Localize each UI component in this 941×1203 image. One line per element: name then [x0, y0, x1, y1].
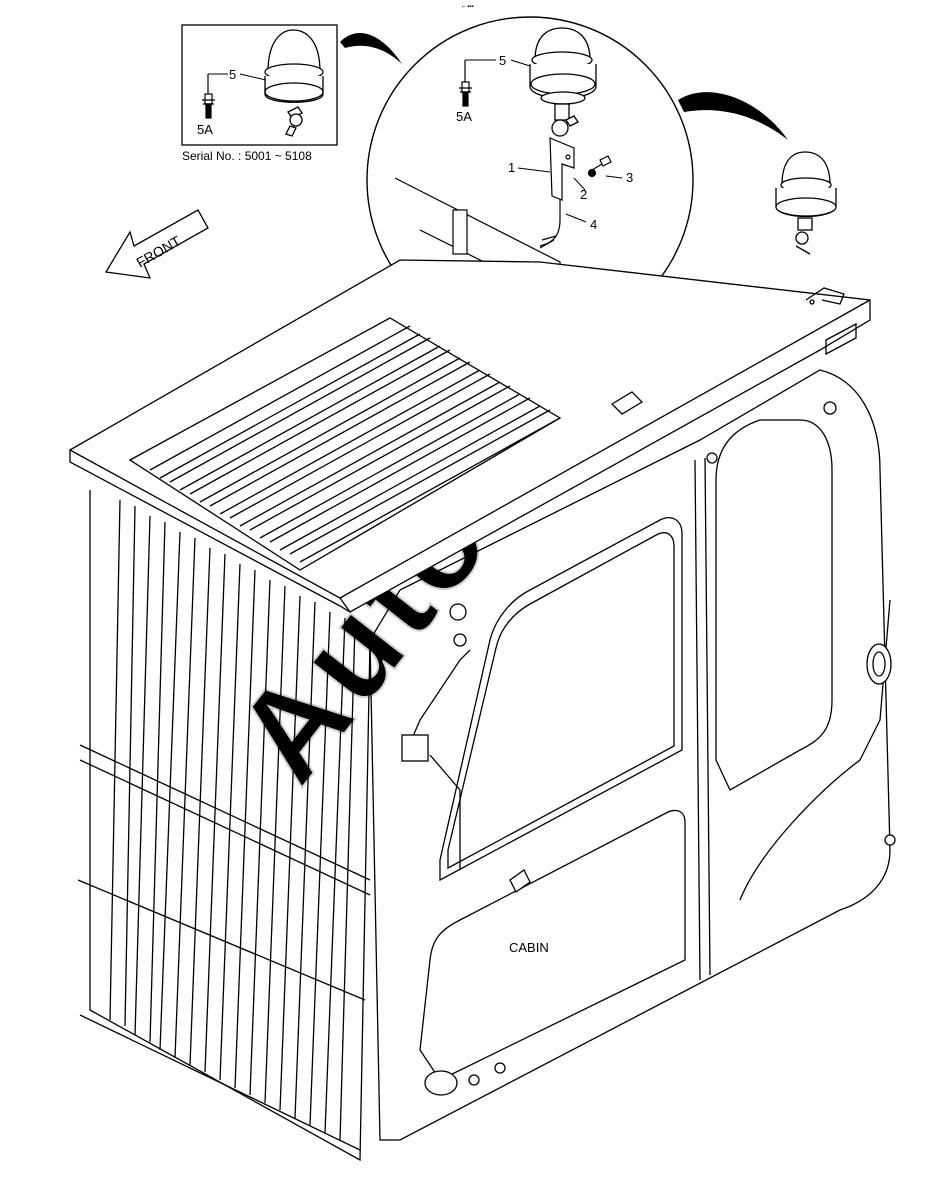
cabin-drawing	[69, 151, 896, 1162]
inset-to-detail-arrow	[340, 33, 402, 64]
link-arrows	[340, 33, 788, 140]
inset-box: 5 5A	[181, 24, 338, 146]
cabin-door-window	[439, 517, 683, 882]
detail-to-cabin-arrow	[678, 92, 788, 140]
roof-guard	[128, 317, 562, 571]
cabin-beacon-lamp	[775, 151, 837, 255]
cabin-roof	[69, 259, 871, 613]
detail-callout-1: 1	[508, 160, 515, 175]
cabin-body	[369, 369, 891, 1141]
detail-bulb-icon	[459, 60, 472, 107]
front-guard	[77, 490, 371, 1162]
cabin-rear-window	[715, 419, 833, 791]
detail-callout-2: 2	[580, 187, 587, 202]
cabin-label: CABIN	[509, 940, 549, 955]
detail-bracket	[549, 137, 575, 201]
detail-callout-4: 4	[590, 217, 597, 232]
detail-beacon-lamp	[529, 27, 597, 137]
inset-callout-5: 5	[229, 67, 236, 82]
inset-callout-5a: 5A	[197, 122, 213, 137]
detail-callout-5: 5	[499, 53, 506, 68]
front-arrow: FRONT	[104, 209, 209, 279]
inset-beacon-lamp	[264, 29, 324, 137]
detail-callout-3: 3	[626, 170, 633, 185]
inset-bulb-icon	[202, 74, 215, 119]
top-mark: ⌐ ▪▪▪	[462, 4, 474, 10]
detail-callout-5a: 5A	[456, 109, 472, 124]
detail-bolt	[587, 155, 612, 178]
inset-serial-caption: Serial No. : 5001 ~ 5108	[182, 149, 312, 163]
